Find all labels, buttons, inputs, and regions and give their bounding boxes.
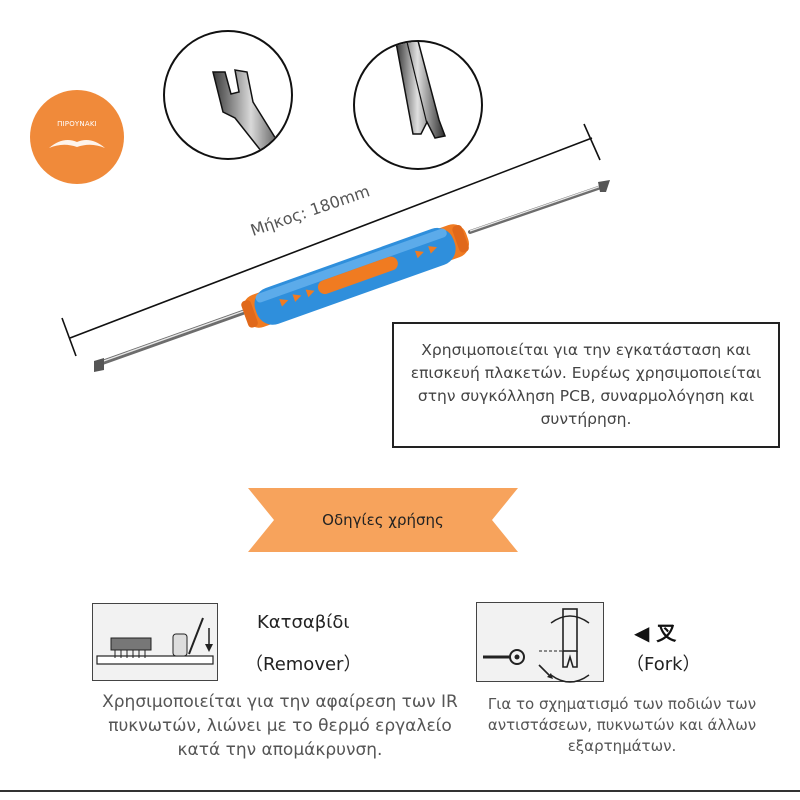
brand-swoosh-icon [49, 140, 105, 148]
fork-description: Για το σχηματισμό των ποδιών των αντιστά… [487, 695, 757, 755]
brand-name: ΠΙΡΟΥΝΑΚΙ [57, 120, 97, 128]
length-dimension-line [61, 123, 601, 357]
brand-badge: ΠΙΡΟΥΝΑΚΙ [30, 90, 124, 184]
bottom-divider [0, 790, 800, 792]
fork-subtitle: （Fork） [626, 654, 701, 675]
remover-description: Χρησιμοποιείται για την αφαίρεση των IR … [102, 692, 458, 760]
fork-illustration [483, 608, 590, 683]
description-text: Χρησιμοποιείται για την εγκατάσταση και … [410, 341, 762, 428]
tool-illustration [61, 123, 610, 372]
description-box: Χρησιμοποιείται για την εγκατάσταση και … [392, 322, 780, 448]
instructions-banner: Οδηγίες χρήσης [248, 488, 518, 552]
remover-title: Κατσαβίδι [257, 612, 350, 633]
remover-subtitle: （Remover） [245, 654, 362, 675]
remover-tip-zoom [163, 30, 293, 160]
fork-tip-image [395, 42, 447, 139]
pcb-illustration [96, 617, 214, 665]
fork-title: ◀ 叉 [634, 621, 677, 645]
instructions-label: Οδηγίες χρήσης [322, 511, 444, 529]
banner-ribbon-shape [248, 488, 518, 552]
fork-tip-zoom [353, 40, 483, 170]
remover-usage-image [92, 603, 218, 681]
fork-usage-image [476, 602, 604, 683]
remover-tip-image [212, 69, 289, 158]
screwdriver-image [94, 180, 610, 372]
